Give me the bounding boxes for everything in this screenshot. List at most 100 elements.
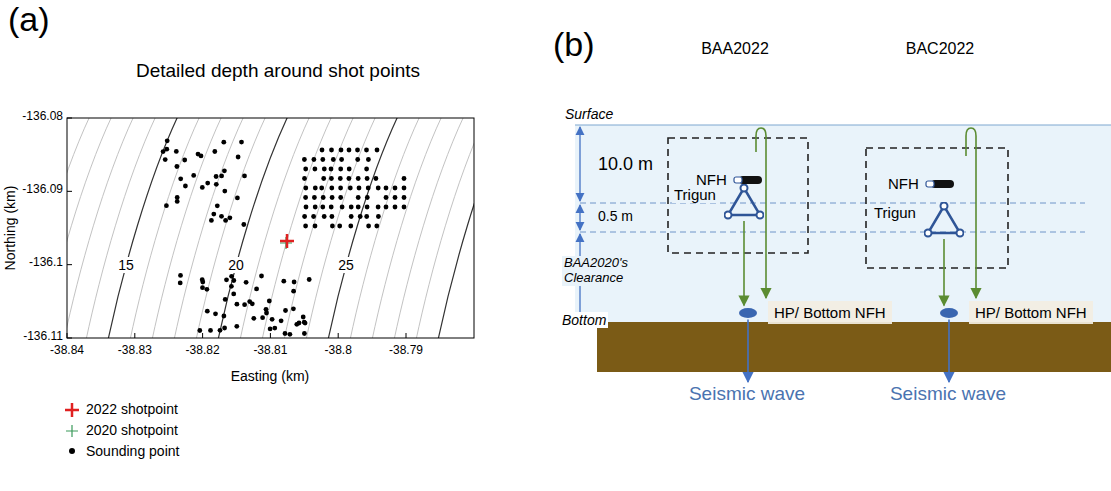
sounding-dot — [165, 138, 170, 143]
site-name: BAC2022 — [906, 40, 975, 58]
site-name: BAA2022 — [701, 40, 769, 58]
sounding-dot — [301, 315, 306, 320]
dimension-label: 0.5 m — [596, 208, 635, 224]
water — [575, 125, 1111, 322]
signal-arrow — [943, 239, 945, 306]
sounding-dot — [311, 214, 316, 219]
airgun — [757, 212, 764, 219]
dimension-arrow — [579, 127, 580, 201]
sounding-dot — [270, 317, 275, 322]
depth-contour — [67, 118, 112, 338]
sounding-dot — [163, 157, 168, 162]
sounding-dot — [357, 186, 362, 191]
depth-contour — [196, 118, 266, 338]
sensor-tip — [926, 181, 934, 187]
sounding-dot — [294, 322, 299, 327]
surface-reflection-path — [756, 128, 766, 298]
sounding-dot — [302, 331, 307, 336]
sounding-dot — [307, 277, 312, 282]
sounding-dot — [205, 309, 210, 314]
hydrophone — [739, 308, 757, 318]
sounding-dot — [365, 205, 370, 210]
sounding-dot — [175, 164, 180, 169]
sounding-dot — [313, 224, 318, 229]
sounding-dot — [291, 289, 296, 294]
sounding-dot — [331, 157, 336, 162]
depth-contour — [240, 118, 310, 338]
sounding-dot — [267, 299, 272, 304]
sounding-dot — [348, 224, 353, 229]
sounding-dot — [329, 148, 334, 153]
map-title: Detailed depth around shot points — [136, 60, 420, 82]
sounding-dot — [178, 273, 183, 278]
sounding-dot — [338, 176, 343, 181]
sounding-dot — [178, 176, 183, 181]
airgun — [925, 230, 932, 237]
sounding-dot — [339, 157, 344, 162]
sounding-dot — [221, 140, 226, 145]
sounding-dot — [339, 148, 344, 153]
sounding-dot — [384, 186, 389, 191]
depth-contour — [67, 118, 134, 338]
axis-title: Northing (km) — [2, 186, 18, 271]
sounding-dot — [218, 328, 223, 333]
sounding-dot — [279, 318, 284, 323]
depth-contour — [262, 118, 332, 338]
sounding-dot — [365, 195, 370, 200]
level-label: Bottom — [560, 312, 608, 328]
sounding-dot — [321, 176, 326, 181]
sounding-dot — [214, 182, 219, 187]
sounding-dot — [244, 280, 249, 285]
sounding-dot — [329, 205, 334, 210]
sounding-dot — [223, 218, 228, 223]
sounding-dot — [322, 214, 327, 219]
sounding-dot — [313, 205, 318, 210]
signal-arrow — [747, 320, 749, 383]
depth-contour — [108, 118, 178, 338]
node-text: Trigun — [872, 204, 918, 221]
sounding-dot — [330, 224, 335, 229]
panel-letter: (b) — [553, 25, 595, 64]
depth-contour — [416, 118, 474, 338]
nfh-sensor — [925, 178, 955, 190]
airgun-node: Trigun — [672, 184, 764, 220]
tick — [67, 191, 72, 192]
node-text: Trigun — [672, 186, 718, 203]
dashed-frame — [866, 148, 1008, 268]
sounding-dot — [303, 186, 308, 191]
sounding-dot — [358, 214, 363, 219]
sounding-dot — [213, 311, 218, 316]
sounding-dot — [174, 149, 179, 154]
sounding-dot — [365, 176, 370, 181]
depth-contour — [372, 118, 442, 338]
axis-ticks — [67, 118, 406, 338]
sounding-dot — [320, 157, 325, 162]
sounding-dot — [402, 176, 407, 181]
depth-contour — [218, 118, 288, 338]
legend-red-cross — [65, 403, 79, 417]
sounding-dot — [228, 215, 233, 220]
nfh-sensor — [733, 174, 763, 186]
depth-contour — [306, 118, 376, 338]
node-text: HP/ Bottom NFH — [768, 301, 892, 324]
sounding-dot — [364, 214, 369, 219]
depth-contour — [394, 118, 464, 338]
sounding-dot — [366, 224, 371, 229]
contour-lines — [67, 118, 474, 338]
sounding-dot — [356, 176, 361, 181]
airgun — [741, 185, 748, 192]
hydrophone — [940, 308, 958, 318]
sounding-dot — [366, 186, 371, 191]
hydrophone-symbol — [738, 307, 758, 319]
sounding-dot — [322, 167, 327, 172]
sounding-dot — [260, 315, 265, 320]
sounding-dot — [283, 331, 288, 336]
sounding-dot — [375, 148, 380, 153]
shot-2022-symbol — [280, 234, 294, 248]
node-text: NFH — [886, 175, 921, 192]
sounding-dot — [183, 184, 188, 189]
contour-label: 20 — [226, 257, 246, 273]
sounding-dot — [320, 205, 325, 210]
dimension-arrow — [579, 205, 580, 230]
sensor-tip — [734, 177, 742, 183]
